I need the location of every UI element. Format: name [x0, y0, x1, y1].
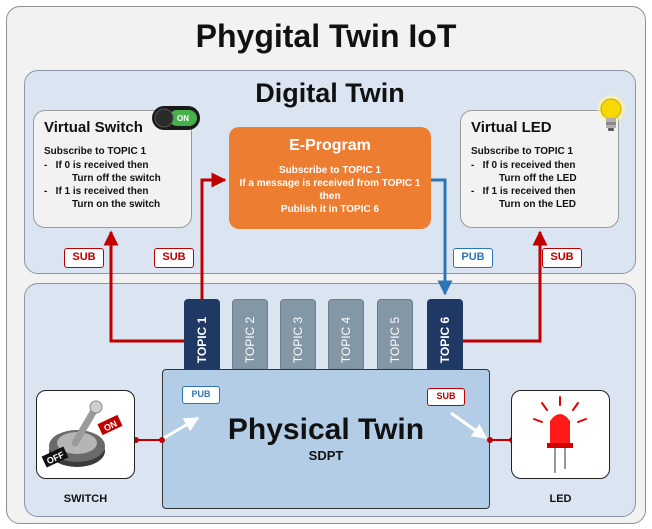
svg-text:ON: ON — [177, 114, 189, 123]
led-label: LED — [549, 493, 572, 505]
virtual-switch-rule1-action: Turn off the switch — [72, 173, 161, 184]
virtual-led-rule1: - If 0 is received then — [471, 160, 576, 171]
arrow-switch-to-pub — [163, 416, 200, 440]
topic-5: TOPIC 5 — [377, 299, 413, 381]
switch-device: ON OFF — [36, 390, 135, 479]
toggle-switch-icon: ON OFF — [41, 400, 123, 468]
virtual-led-rule1-action: Turn off the LED — [499, 173, 577, 184]
topic-2: TOPIC 2 — [232, 299, 268, 381]
e-program-sub-badge: SUB — [154, 248, 194, 268]
e-program-box: E-Program Subscribe to TOPIC 1 If a mess… — [229, 127, 431, 229]
e-program-title: E-Program — [289, 137, 371, 154]
topic-6: TOPIC 6 — [427, 299, 463, 381]
e-program-pub-badge: PUB — [453, 248, 493, 268]
virtual-switch-title: Virtual Switch — [44, 119, 143, 136]
virtual-led-subscribe: Subscribe to TOPIC 1 — [471, 146, 574, 157]
e-program-description: Subscribe to TOPIC 1 If a message is rec… — [239, 165, 421, 215]
arrow-topic1-to-e-program — [200, 172, 227, 299]
physical-twin-title: Physical Twin — [227, 413, 425, 446]
virtual-switch-rule2-action: Turn on the switch — [72, 199, 161, 210]
virtual-switch-subscribe: Subscribe to TOPIC 1 — [44, 146, 147, 157]
topic-1: TOPIC 1 — [184, 299, 220, 381]
virtual-led-card: Virtual LED Subscribe to TOPIC 1 - If 0 … — [460, 110, 619, 228]
virtual-switch-rule2: - If 1 is received then — [44, 186, 149, 197]
virtual-switch-rule1: - If 0 is received then — [44, 160, 149, 171]
virtual-led-rule2: - If 1 is received then — [471, 186, 576, 197]
red-led-icon — [533, 396, 587, 473]
diagram-title: Phygital Twin IoT — [195, 18, 457, 54]
arrow-e-program-to-topic6 — [431, 178, 453, 296]
virtual-led-sub-badge: SUB — [542, 248, 582, 268]
virtual-led-rule2-action: Turn on the LED — [499, 199, 577, 210]
led-device — [511, 390, 610, 479]
arrow-topic1-to-virtual-switch — [103, 230, 184, 343]
topic-3: TOPIC 3 — [280, 299, 316, 381]
switch-label: SWITCH — [63, 493, 108, 505]
virtual-led-title: Virtual LED — [471, 119, 552, 136]
arrow-topic6-to-virtual-led — [463, 230, 548, 343]
physical-twin-subtitle: SDPT — [308, 448, 344, 463]
physical-pub-badge: PUB — [182, 386, 220, 404]
toggle-on-icon: ON — [151, 105, 201, 131]
arrow-sub-to-led — [450, 411, 488, 440]
virtual-switch-sub-badge: SUB — [64, 248, 104, 268]
physical-sub-badge: SUB — [427, 388, 465, 406]
digital-twin-title: Digital Twin — [255, 78, 405, 108]
lightbulb-icon — [594, 94, 628, 136]
